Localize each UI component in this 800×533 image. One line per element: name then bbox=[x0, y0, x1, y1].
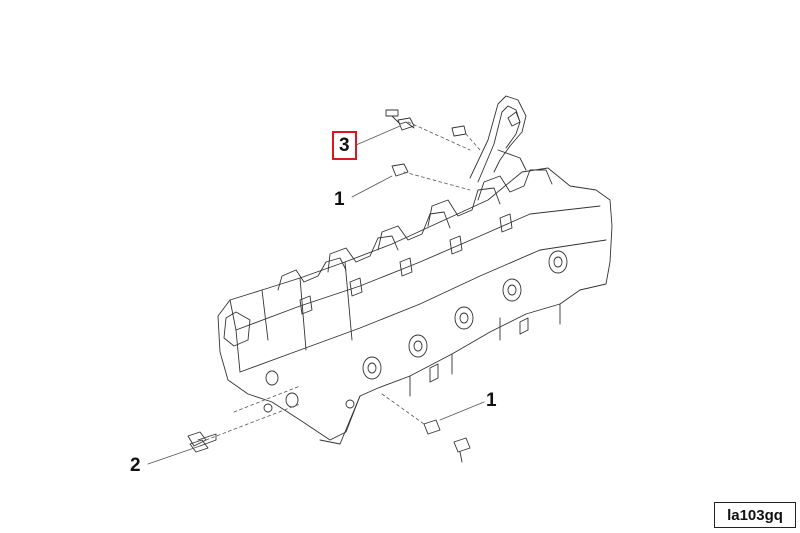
callout-1-bottom: 1 bbox=[486, 390, 497, 411]
reference-code-label: la103gq bbox=[714, 502, 796, 528]
port-openings bbox=[263, 250, 568, 413]
leader-lines bbox=[147, 121, 485, 465]
callout-3: 3 bbox=[332, 131, 357, 160]
cylinder-head-outline bbox=[217, 167, 613, 445]
bolt-item-1-top bbox=[391, 125, 467, 177]
callout-2: 2 bbox=[130, 455, 141, 476]
bolt-item-3 bbox=[385, 109, 415, 131]
lifting-loop bbox=[469, 95, 527, 183]
callout-1-top: 1 bbox=[334, 189, 345, 210]
bolt-item-1-bottom bbox=[423, 419, 471, 463]
cam-bearing-ridges bbox=[277, 169, 553, 315]
